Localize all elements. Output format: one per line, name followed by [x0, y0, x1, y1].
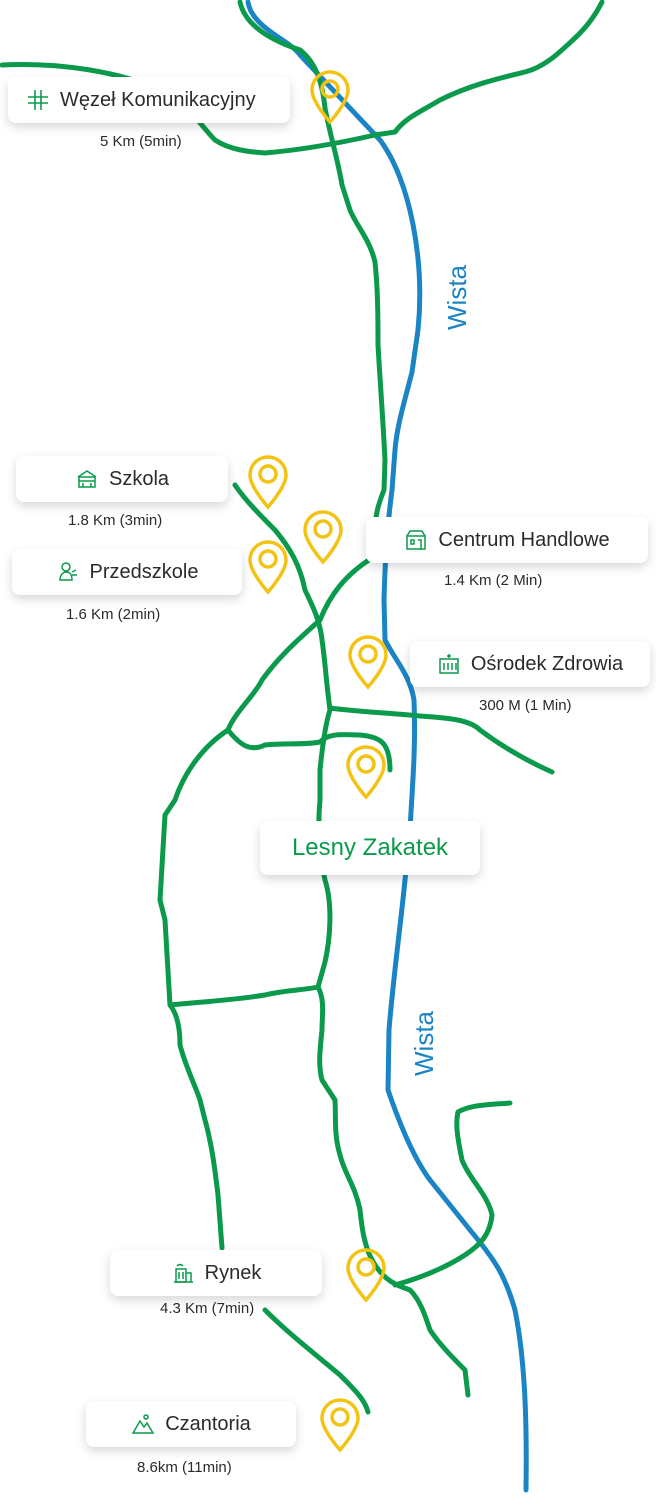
- kindergarten-icon: [56, 560, 80, 584]
- place-name: Przedszkole: [89, 560, 199, 583]
- pin-szkola[interactable]: [248, 455, 288, 510]
- place-name: Węzeł Komunikacyjny: [60, 88, 256, 111]
- place-name: Rynek: [204, 1261, 262, 1284]
- shopping-center-icon: [404, 528, 428, 552]
- callout-rynek[interactable]: Rynek: [110, 1250, 322, 1296]
- road-southwest: [167, 1002, 225, 1251]
- distance-przedszkole: 1.6 Km (2min): [66, 606, 161, 623]
- mountain-icon: [131, 1412, 155, 1436]
- distance-osrodek-zdrowia: 300 M (1 Min): [479, 697, 572, 714]
- callout-centrum-handlowe[interactable]: Centrum Handlowe: [366, 517, 648, 563]
- pin-osrodek[interactable]: [348, 635, 388, 690]
- market-square-icon: [171, 1261, 195, 1285]
- pin-przedszkole[interactable]: [248, 540, 288, 595]
- callout-czantoria[interactable]: Czantoria: [86, 1401, 296, 1447]
- pin-lesny-zakatek[interactable]: [346, 745, 386, 800]
- road-south: [315, 984, 471, 1398]
- callout-szkola[interactable]: Szkola: [16, 456, 228, 502]
- main-location-label[interactable]: Lesny Zakatek: [260, 821, 480, 875]
- place-name: Czantoria: [165, 1412, 251, 1435]
- pin-wezel[interactable]: [310, 70, 350, 125]
- callout-osrodek-zdrowia[interactable]: Ośrodek Zdrowia: [410, 641, 650, 687]
- distance-czantoria: 8.6km (11min): [137, 1459, 232, 1476]
- callout-wezel[interactable]: Węzeł Komunikacyjny: [8, 77, 290, 123]
- pin-rynek[interactable]: [346, 1248, 386, 1303]
- place-name: Szkola: [108, 467, 170, 490]
- road-east-branch: [327, 705, 555, 775]
- pin-czantoria[interactable]: [320, 1398, 360, 1453]
- road-czantoria: [262, 1307, 371, 1415]
- distance-centrum-handlowe: 1.4 Km (2 Min): [444, 572, 543, 589]
- pin-centrum[interactable]: [303, 510, 343, 565]
- highway-interchange-icon: [26, 88, 50, 112]
- distance-wezel: 5 Km (5min): [100, 133, 182, 150]
- distance-szkola: 1.8 Km (3min): [68, 512, 163, 529]
- callout-przedszkole[interactable]: Przedszkole: [12, 549, 242, 595]
- place-name: Centrum Handlowe: [438, 528, 610, 551]
- distance-rynek: 4.3 Km (7min): [160, 1300, 255, 1317]
- river-label-south: Wista: [409, 1011, 439, 1076]
- river-label-north: Wista: [442, 265, 472, 330]
- river-line: [245, 0, 529, 1493]
- road-southeast: [392, 1100, 513, 1288]
- health-center-icon: [437, 652, 461, 676]
- place-name: Ośrodek Zdrowia: [470, 652, 624, 675]
- school-icon: [75, 467, 99, 491]
